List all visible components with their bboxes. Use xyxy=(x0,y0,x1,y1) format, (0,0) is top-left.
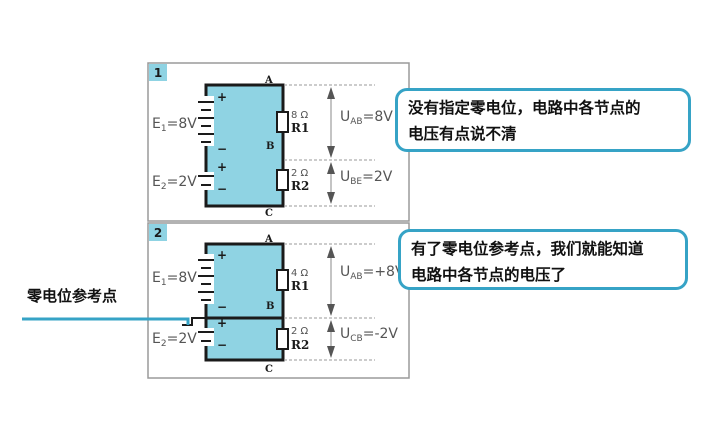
panel-1-r2-ohms: 2 Ω xyxy=(291,168,309,179)
panel-1-voltage-bottom: UBE=2V xyxy=(340,169,393,187)
panel-2-resistor-r1 xyxy=(276,269,289,291)
panel-2-e1-plus: + xyxy=(217,248,227,262)
panel-1-r1-ohms: 8 Ω xyxy=(291,110,309,121)
panel-1-resistor-r2 xyxy=(276,169,289,191)
panel-1-e2-plus: + xyxy=(217,160,227,174)
panel-2-battery-e1 xyxy=(198,254,214,304)
panel-1-e1-minus: − xyxy=(217,142,227,156)
panel-2-callout-line-2: 电路中各节点的电压了 xyxy=(411,266,567,284)
panel-1-node-b: B xyxy=(266,141,274,152)
panel-2-voltage-top: UAB=+8V xyxy=(340,264,405,282)
panel-1-e1-label: E1=8V xyxy=(152,116,197,134)
panel-2-node-b: B xyxy=(266,301,274,312)
panel-1-e2-minus: − xyxy=(217,182,227,196)
panel-2-voltage-bottom: UCB=-2V xyxy=(340,326,398,344)
panel-2-number-badge xyxy=(149,224,167,241)
panel-1-battery-e1 xyxy=(198,96,214,146)
panel-2-r2-name: R2 xyxy=(291,338,309,352)
panel-1-circuit-loop xyxy=(204,83,285,208)
panel-2-callout-line-1: 有了零电位参考点，我们就能知道 xyxy=(411,240,644,258)
panel-1-number: 1 xyxy=(154,66,162,80)
panel-1-guide-lines xyxy=(284,84,375,207)
panel-2-r1-ohms: 4 Ω xyxy=(291,268,309,279)
panel-2-guide-lines xyxy=(284,243,375,361)
panel-1-voltage-top: UAB=8V xyxy=(340,109,393,127)
panel-1-resistor-r1 xyxy=(276,111,289,133)
reference-pointer-line xyxy=(22,317,190,325)
panel-1-callout: 没有指定零电位，电路中各节点的 电压有点说不清 xyxy=(395,88,691,152)
panel-1-node-a: A xyxy=(264,75,273,86)
panel-2-callout: 有了零电位参考点，我们就能知道 电路中各节点的电压了 xyxy=(398,229,688,290)
panel-2-number: 2 xyxy=(154,226,162,240)
panel-1-voltage-arrows xyxy=(327,87,335,204)
panel-2-r1-name: R1 xyxy=(291,279,309,293)
panel-1-number-badge xyxy=(149,64,167,81)
reference-point-label: 零电位参考点 xyxy=(27,287,118,305)
panel-2: 2 A B C + − E1=8V + − E2=2V 4 Ω xyxy=(147,222,410,379)
panel-1-r2-name: R2 xyxy=(291,179,309,193)
panel-1-callout-line-1: 没有指定零电位，电路中各节点的 xyxy=(408,99,641,117)
panel-2-e1-label: E1=8V xyxy=(152,270,197,288)
panel-2-e2-label: E2=2V xyxy=(152,331,197,349)
panel-2-e1-minus: − xyxy=(217,300,227,314)
panel-1: 1 A B C + − E1=8V + − E2=2V 8 Ω xyxy=(147,62,410,222)
panel-2-r2-ohms: 2 Ω xyxy=(291,326,309,337)
panel-1-r1-name: R1 xyxy=(291,121,309,135)
panel-2-e2-plus: + xyxy=(217,316,227,330)
panel-2-e2-minus: − xyxy=(217,338,227,352)
panel-1-battery-e2 xyxy=(198,172,214,190)
panel-2-node-a: A xyxy=(264,234,273,245)
panel-2-resistor-r2 xyxy=(276,328,289,350)
panel-2-battery-e2 xyxy=(198,328,214,346)
panel-1-callout-line-2: 电压有点说不清 xyxy=(408,125,517,143)
panel-1-e1-plus: + xyxy=(217,90,227,104)
panel-1-e2-label: E2=2V xyxy=(152,174,197,192)
panel-1-node-c: C xyxy=(265,208,273,219)
panel-2-voltage-arrows xyxy=(327,246,335,358)
panel-2-node-c: C xyxy=(265,364,273,375)
